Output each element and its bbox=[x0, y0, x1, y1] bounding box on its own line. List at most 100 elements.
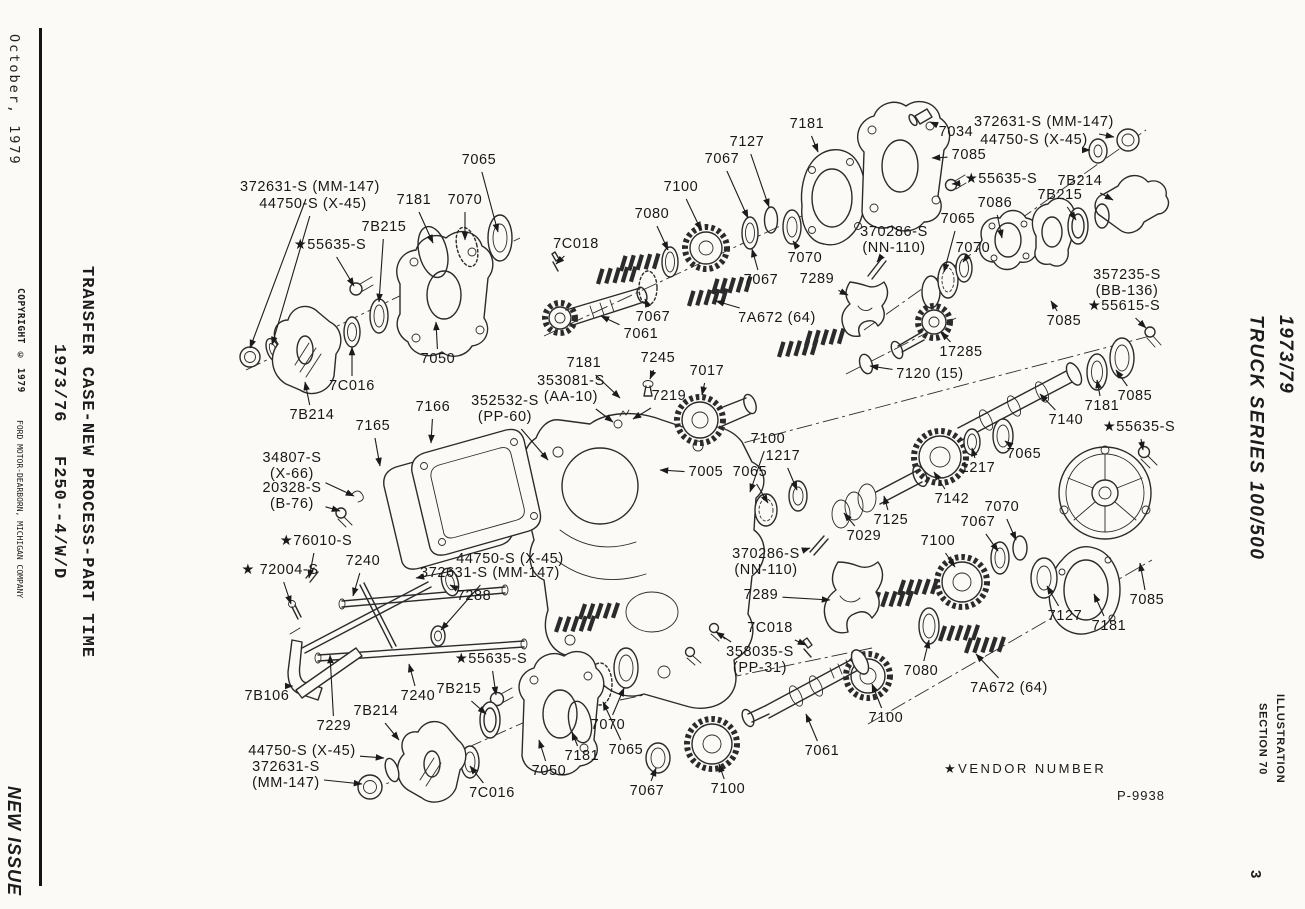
sketch-front-output-yoke-cluster bbox=[239, 214, 513, 395]
leader-line bbox=[1046, 585, 1060, 607]
leader-line bbox=[838, 288, 849, 296]
leader-line bbox=[359, 754, 385, 761]
company-line1: FORD MOTOR-DEARBORN, MICHIGAN bbox=[14, 420, 24, 560]
leader-line bbox=[374, 437, 382, 467]
leader-line bbox=[602, 701, 622, 741]
leader-line bbox=[794, 638, 807, 646]
leader-line bbox=[471, 700, 487, 715]
leader-line bbox=[449, 584, 459, 592]
leader-line bbox=[1093, 593, 1105, 617]
section-label: ILLUSTRATION SECTION 70 bbox=[1253, 694, 1288, 783]
leader-line bbox=[1004, 440, 1014, 449]
vendor-number-note: ★VENDOR NUMBER bbox=[944, 761, 1107, 776]
leader-line bbox=[1135, 317, 1147, 329]
leader-line bbox=[659, 467, 685, 474]
leader-line bbox=[632, 407, 652, 420]
leader-line bbox=[376, 238, 384, 303]
leader-line bbox=[750, 153, 770, 208]
sketch-output-shaft-cluster bbox=[775, 303, 1158, 469]
section-line2: SECTION 70 bbox=[1256, 702, 1269, 775]
leader-line bbox=[327, 654, 334, 717]
leader-line bbox=[751, 248, 759, 271]
page-title: TRANSFER CASE-NEW PROCESS-PART TIME 1973… bbox=[44, 252, 100, 672]
leader-line bbox=[481, 171, 500, 233]
leader-line bbox=[715, 631, 732, 643]
series-line1: 1973/79 bbox=[1274, 315, 1296, 395]
leader-line bbox=[883, 495, 890, 511]
leader-line bbox=[1095, 379, 1102, 397]
leader-line bbox=[810, 135, 819, 153]
leader-line bbox=[801, 547, 811, 554]
leader-line bbox=[1006, 518, 1017, 541]
plate-number: P-9938 bbox=[1117, 788, 1165, 803]
series-title: 1973/79 TRUCK SERIES 100/500 bbox=[1241, 315, 1300, 560]
leader-line bbox=[595, 374, 621, 399]
leader-line bbox=[555, 255, 565, 265]
series-line2: TRUCK SERIES 100/500 bbox=[1245, 315, 1267, 561]
page-title-line1: TRANSFER CASE-NEW PROCESS-PART TIME bbox=[77, 265, 97, 659]
leader-line bbox=[271, 215, 311, 346]
leader-line bbox=[644, 298, 652, 308]
leader-line bbox=[940, 331, 951, 343]
leader-line bbox=[433, 321, 440, 350]
leader-line bbox=[323, 779, 363, 787]
leader-line bbox=[352, 572, 361, 597]
leader-line bbox=[656, 225, 669, 251]
leader-line bbox=[843, 512, 856, 527]
section-line1: ILLUSTRATION bbox=[1274, 694, 1287, 784]
leader-line bbox=[325, 482, 355, 497]
leader-line bbox=[929, 121, 939, 129]
leader-line bbox=[491, 670, 499, 696]
leader-line bbox=[1138, 562, 1146, 591]
leader-line bbox=[520, 428, 549, 461]
leader-line bbox=[718, 763, 725, 780]
leader-line bbox=[975, 653, 1000, 679]
leader-line bbox=[407, 663, 416, 687]
leader-line bbox=[600, 315, 620, 326]
leader-line bbox=[1115, 369, 1128, 387]
leader-lines bbox=[249, 121, 1147, 787]
leader-line bbox=[782, 596, 831, 603]
leader-line bbox=[249, 198, 307, 349]
left-divider-rule bbox=[39, 28, 42, 886]
sketch-idler-shaft-cluster bbox=[552, 561, 884, 774]
leader-line bbox=[538, 739, 547, 762]
leader-line bbox=[440, 584, 481, 631]
page-number: 3 bbox=[1247, 870, 1264, 879]
leader-line bbox=[418, 211, 434, 244]
leader-line bbox=[1039, 393, 1056, 411]
leader-line bbox=[1098, 132, 1115, 139]
leader-line bbox=[792, 240, 801, 250]
company-line2: COMPANY bbox=[14, 564, 24, 599]
leader-line bbox=[469, 765, 484, 784]
leader-line bbox=[571, 731, 579, 747]
leader-line bbox=[336, 256, 355, 287]
leader-line bbox=[415, 570, 453, 580]
leader-line bbox=[1099, 192, 1114, 201]
leader-line bbox=[1138, 438, 1145, 451]
leader-line bbox=[325, 505, 341, 512]
leader-line bbox=[307, 552, 315, 579]
leader-line bbox=[931, 154, 948, 161]
leader-line bbox=[876, 253, 885, 263]
leader-line bbox=[933, 471, 946, 490]
sketch-main-case bbox=[516, 380, 765, 709]
leader-line bbox=[685, 198, 702, 231]
new-issue-label: NEW ISSUE bbox=[4, 786, 24, 897]
leader-line bbox=[649, 369, 657, 380]
copyright-label: COPYRIGHT © 1979 bbox=[15, 288, 26, 393]
leader-line bbox=[715, 300, 740, 309]
leader-line bbox=[805, 713, 818, 742]
company-label: FORD MOTOR-DEARBORN, MICHIGAN COMPANY bbox=[12, 420, 25, 598]
leader-line bbox=[996, 214, 1004, 239]
leader-line bbox=[428, 418, 435, 444]
page-title-line2: 1973/76 F250--4/W/D bbox=[49, 344, 69, 580]
leader-line bbox=[787, 467, 798, 491]
leader-line bbox=[700, 382, 707, 396]
leader-line bbox=[756, 483, 769, 504]
leader-line bbox=[283, 581, 292, 605]
leader-line bbox=[871, 683, 883, 709]
